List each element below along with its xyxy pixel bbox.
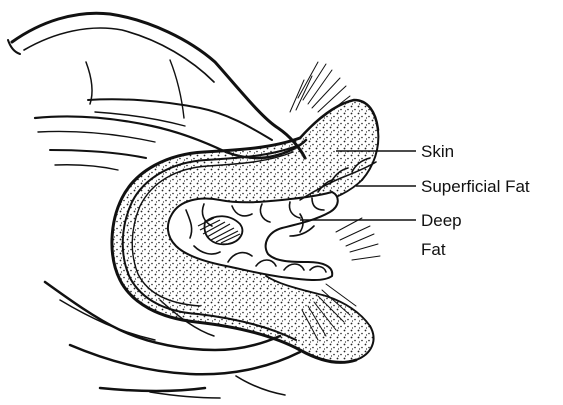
- deep-fat-label-line2: Fat: [421, 240, 446, 260]
- superficial-fat-label: Superficial Fat: [421, 177, 530, 197]
- skin-label: Skin: [421, 142, 454, 162]
- deep-fat-label-line1: Deep: [421, 211, 462, 231]
